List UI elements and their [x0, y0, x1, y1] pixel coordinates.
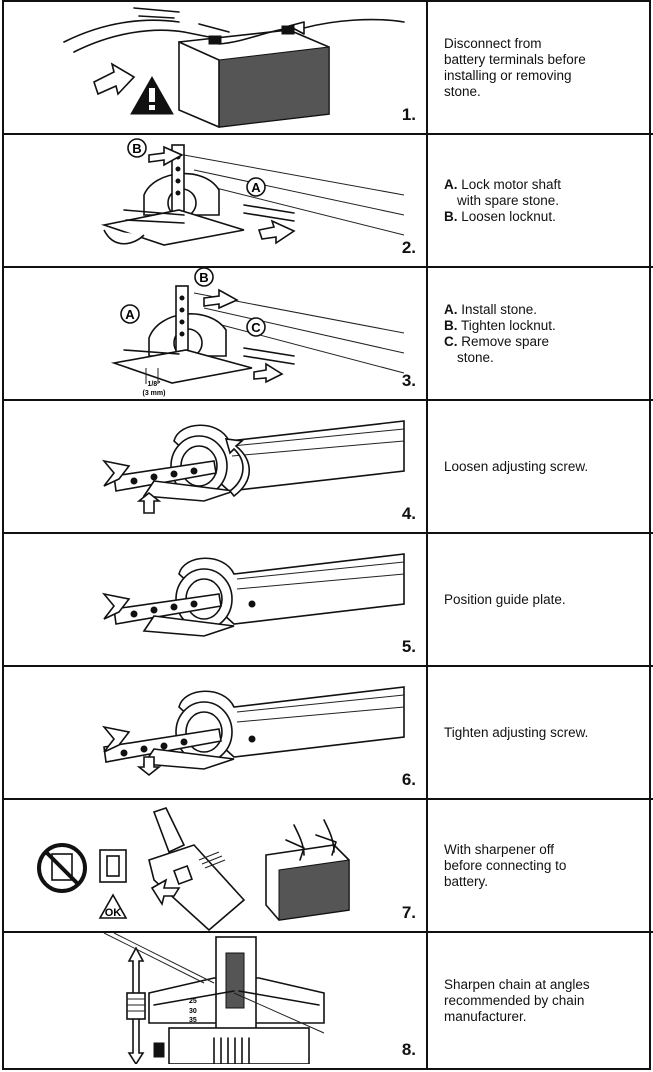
step-8-line-1: Sharpen chain at angles [444, 977, 647, 993]
sharpen-angles-drawing: 25 30 35 [4, 933, 426, 1064]
install-stone-drawing: B A C 1/8" (3 mm) [4, 268, 426, 399]
step-7-line-3: battery. [444, 874, 647, 890]
lock-motor-shaft-drawing: B A [4, 135, 426, 266]
step-row-8: 25 30 35 8. Sharpen chain at angles reco… [4, 933, 653, 1068]
step-4-line-1: Loosen adjusting screw. [444, 459, 647, 475]
step-5-illustration: 5. [4, 534, 428, 665]
battery-disconnect-drawing [4, 2, 426, 133]
step-3-line-1: A. Install stone. [444, 302, 647, 318]
step-3-illustration: B A C 1/8" (3 mm) 3. [4, 268, 428, 399]
step-5-line-1: Position guide plate. [444, 592, 647, 608]
loosen-screw-drawing [4, 401, 426, 532]
step-1-text: Disconnect from battery terminals before… [444, 2, 647, 133]
step-2-line-2: with spare stone. [444, 193, 647, 209]
step-3-line-3: C. Remove spare [444, 334, 647, 350]
ok-label: OK [105, 907, 122, 919]
step-4-illustration: 4. [4, 401, 428, 532]
step-2-line-3: B. Loosen locknut. [444, 209, 647, 225]
step-8-illustration: 25 30 35 8. [4, 933, 428, 1068]
step-2-text: A. Lock motor shaft with spare stone. B.… [444, 135, 647, 266]
label-b: B [199, 270, 208, 285]
step-7-text: With sharpener off before connecting to … [444, 800, 647, 931]
label-b: B [132, 141, 141, 156]
step-row-4: 4. Loosen adjusting screw. [4, 401, 653, 534]
step-4-number: 4. [402, 504, 416, 524]
step-row-7: OK 7. With sharpener off before connecti… [4, 800, 653, 933]
step-4-text: Loosen adjusting screw. [444, 401, 647, 532]
step-2-number: 2. [402, 238, 416, 258]
step-1-line-1: Disconnect from [444, 36, 647, 52]
step-7-line-1: With sharpener off [444, 842, 647, 858]
step-1-line-2: battery terminals before [444, 52, 647, 68]
switch-off-drawing: OK [4, 800, 426, 931]
label-c: C [251, 320, 261, 335]
step-6-illustration: 6. [4, 667, 428, 798]
step-3-line-4: stone. [444, 350, 647, 366]
step-7-line-2: before connecting to [444, 858, 647, 874]
label-a: A [125, 307, 135, 322]
step-7-number: 7. [402, 903, 416, 923]
step-8-line-2: recommended by chain [444, 993, 647, 1009]
gap-measurement: 1/8" [147, 381, 160, 388]
step-8-line-3: manufacturer. [444, 1009, 647, 1025]
step-1-line-3: installing or removing [444, 68, 647, 84]
step-6-text: Tighten adjusting screw. [444, 667, 647, 798]
step-6-line-1: Tighten adjusting screw. [444, 725, 647, 741]
tighten-screw-drawing [4, 667, 426, 798]
angle-35-left: 35 [189, 1017, 197, 1024]
step-3-number: 3. [402, 371, 416, 391]
step-3-text: A. Install stone. B. Tighten locknut. C.… [444, 268, 647, 399]
step-row-6: 6. Tighten adjusting screw. [4, 667, 653, 800]
step-1-number: 1. [402, 105, 416, 125]
angle-25-left: 25 [189, 998, 197, 1005]
angle-30-left: 30 [189, 1008, 197, 1015]
step-8-number: 8. [402, 1040, 416, 1060]
step-row-3: B A C 1/8" (3 mm) 3. A. Install stone. B… [4, 268, 653, 401]
step-2-line-1: A. Lock motor shaft [444, 177, 647, 193]
step-8-text: Sharpen chain at angles recommended by c… [444, 933, 647, 1068]
gap-measurement-mm: (3 mm) [143, 390, 166, 397]
step-row-2: B A 2. A. Lock motor shaft with spare st… [4, 135, 653, 268]
step-row-5: 5. Position guide plate. [4, 534, 653, 667]
step-5-number: 5. [402, 637, 416, 657]
step-1-illustration: 1. [4, 2, 428, 133]
step-5-text: Position guide plate. [444, 534, 647, 665]
step-7-illustration: OK 7. [4, 800, 428, 931]
step-6-number: 6. [402, 770, 416, 790]
step-3-line-2: B. Tighten locknut. [444, 318, 647, 334]
label-a: A [251, 180, 261, 195]
step-2-illustration: B A 2. [4, 135, 428, 266]
position-guide-plate-drawing [4, 534, 426, 665]
step-1-line-4: stone. [444, 84, 647, 100]
step-row-1: 1. Disconnect from battery terminals bef… [4, 2, 653, 135]
